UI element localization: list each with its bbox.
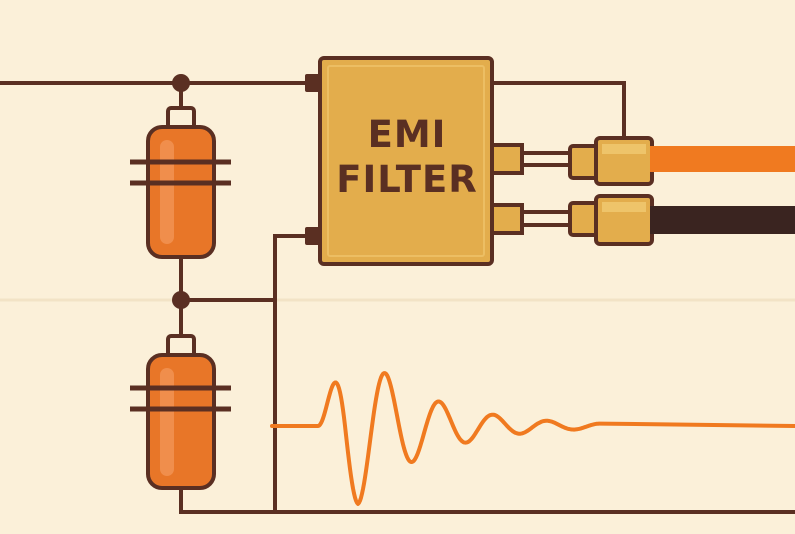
ringing-waveform-icon [270,371,795,506]
orange-cable [650,146,795,172]
wires [0,81,795,514]
coax-connector-icon [568,194,654,246]
junction-node-top [172,74,190,92]
filter-output-stub-upper [490,143,572,175]
dark-cable [650,206,795,234]
capacitor-icon [130,106,231,259]
coax-connector-icon [568,136,654,186]
junction-node-middle [172,291,190,309]
bottom-ground-wire [179,486,795,514]
filter-return-wire [273,234,317,514]
emi-filter-box [318,56,494,266]
filter-label: EMI FILTER [322,112,492,202]
filter-output-stub-lower [490,203,572,235]
filter-terminal-bottom [305,227,321,245]
output-top-wire [488,81,626,142]
capacitor-icon [130,334,231,490]
filter-label-line1: EMI [367,113,447,156]
filter-label-line2: FILTER [336,158,478,201]
filter-terminal-top [305,74,321,92]
